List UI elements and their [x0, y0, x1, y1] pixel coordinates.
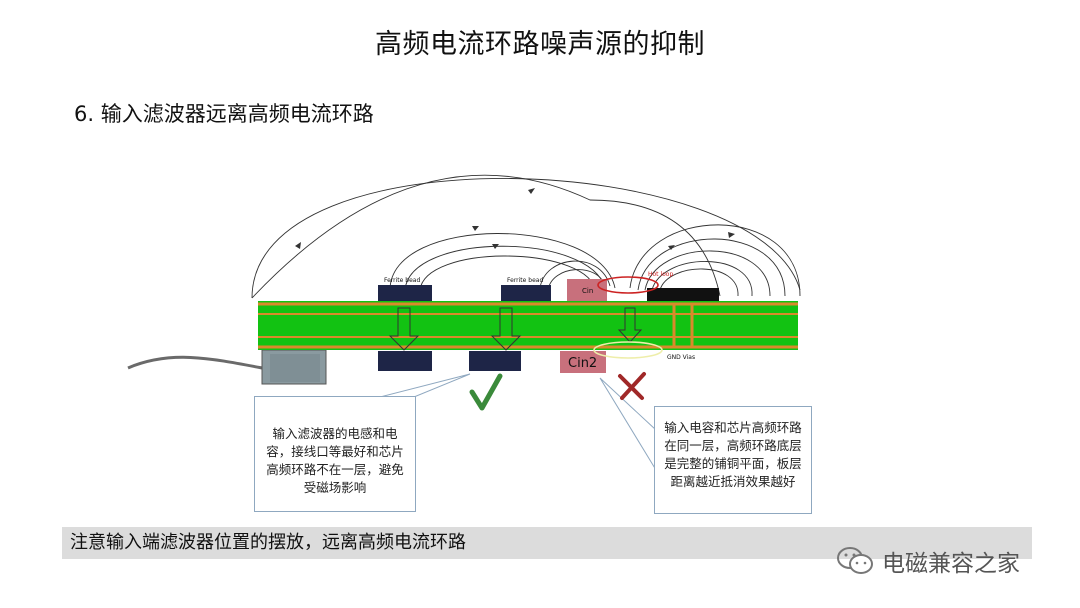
- cin-capacitor: [567, 279, 607, 301]
- pcb-board: [258, 301, 798, 350]
- watermark: 电磁兼容之家: [836, 544, 1020, 578]
- bottom-inductor-left: [378, 351, 432, 371]
- wechat-icon: [837, 547, 873, 574]
- hot-loop-label: Hot loop: [648, 271, 673, 278]
- cross-icon: [618, 372, 646, 400]
- bottom-inductor-right: [469, 351, 521, 371]
- cin-label: Cin: [582, 287, 593, 295]
- gnd-loop-ellipse: [593, 341, 663, 359]
- ferrite-bead-right-label: Ferrite bead: [507, 277, 543, 284]
- cin2-label: Cin2: [568, 356, 597, 371]
- magnetic-field-lines: [251, 174, 801, 299]
- ferrite-bead-right: [501, 285, 551, 301]
- gnd-vias-label: GND Vias: [667, 354, 695, 361]
- input-cable: [127, 355, 263, 370]
- note-bar: 注意输入端滤波器位置的摆放，远离高频电流环路: [62, 527, 1032, 559]
- hot-loop-ellipse: [597, 276, 659, 294]
- ferrite-bead-left-label: Ferrite bead: [384, 277, 420, 284]
- cin2-capacitor: [560, 351, 606, 373]
- watermark-text: 电磁兼容之家: [882, 551, 1020, 577]
- slide-subtitle: 6. 输入滤波器远离高频电流环路: [74, 102, 374, 126]
- callout-right: 输入电容和芯片高频环路在同一层，高频环路底层是完整的铺铜平面，板层距离越近抵消效…: [654, 406, 812, 514]
- ferrite-bead-left: [378, 285, 432, 301]
- check-icon: [469, 373, 503, 411]
- current-arrows: [388, 307, 643, 351]
- gnd-vias: [672, 303, 694, 348]
- slide-title: 高频电流环路噪声源的抑制: [375, 29, 705, 60]
- callout-left-pointer: [379, 373, 471, 398]
- chip: [647, 288, 719, 301]
- callout-left: 输入滤波器的电感和电容，接线口等最好和芯片高频环路不在一层，避免受磁场影响: [254, 396, 416, 512]
